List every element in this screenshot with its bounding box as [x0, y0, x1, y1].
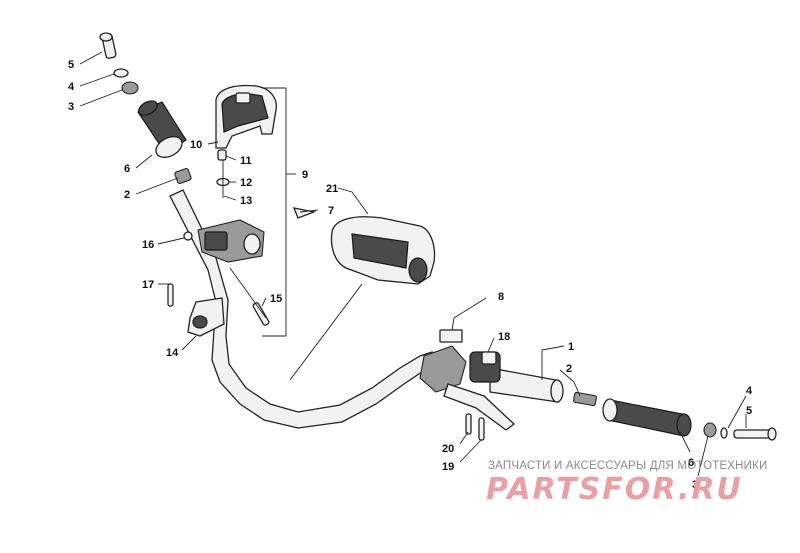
callout-3-left: 3	[68, 101, 74, 113]
washer-right	[720, 427, 728, 439]
insert-right	[573, 391, 597, 407]
callout-18: 18	[498, 331, 510, 343]
screw-16	[183, 231, 193, 241]
end-bolt-right	[733, 427, 777, 441]
screw-19	[478, 417, 485, 441]
callout-21: 21	[326, 183, 338, 195]
grip-left	[137, 100, 187, 158]
callout-20: 20	[442, 443, 454, 455]
callout-8: 8	[498, 291, 504, 303]
callout-2-left: 2	[124, 189, 130, 201]
callout-10: 10	[190, 139, 202, 151]
handlebar-right-end-cap	[550, 379, 564, 403]
callout-5-left: 5	[68, 59, 74, 71]
screw-11	[217, 149, 227, 161]
callout-2-right: 2	[566, 363, 572, 375]
watermark-tagline: ЗАПЧАСТИ И АКСЕССУАРЫ ДЛЯ МОТОТЕХНИКИ	[488, 460, 768, 472]
grip-right	[602, 398, 692, 437]
callout-6-left: 6	[124, 163, 130, 175]
leader-lines	[79, 51, 747, 477]
screw-20	[465, 413, 472, 435]
end-cap-right	[703, 422, 717, 438]
watermark-logo: PARTSFOR.RU	[486, 472, 743, 507]
callout-7: 7	[328, 205, 334, 217]
callout-labels: 5 4 3 6 2 10 11 12 13 9 21 7 16 17 15 14…	[68, 59, 753, 491]
callout-12: 12	[240, 177, 252, 189]
callout-4-right: 4	[746, 385, 753, 397]
callout-6-right: 6	[688, 457, 694, 469]
callout-9: 9	[302, 169, 308, 181]
label-7	[292, 207, 317, 219]
decal-8	[439, 329, 463, 343]
clamp-14	[187, 297, 225, 337]
callout-5-right: 5	[746, 405, 752, 417]
callout-3-right: 3	[692, 479, 698, 491]
switch-body-left	[197, 219, 265, 263]
callout-13: 13	[240, 195, 252, 207]
callout-4-left: 4	[68, 81, 75, 93]
lever-assembly	[419, 345, 516, 431]
washer-left	[113, 68, 129, 78]
end-cap-left	[121, 81, 139, 95]
callout-1: 1	[568, 341, 574, 353]
callout-15: 15	[270, 293, 282, 305]
callout-17: 17	[142, 279, 154, 291]
handguard-cover	[330, 216, 436, 285]
end-bolt-left	[99, 32, 117, 59]
insert-left	[174, 167, 192, 185]
screw-17	[167, 283, 174, 307]
screw-15	[252, 302, 270, 326]
callout-16: 16	[142, 239, 154, 251]
callout-19: 19	[442, 461, 454, 473]
callout-11: 11	[240, 155, 252, 167]
callout-14: 14	[166, 347, 179, 359]
switch-housing-cover	[215, 84, 277, 149]
